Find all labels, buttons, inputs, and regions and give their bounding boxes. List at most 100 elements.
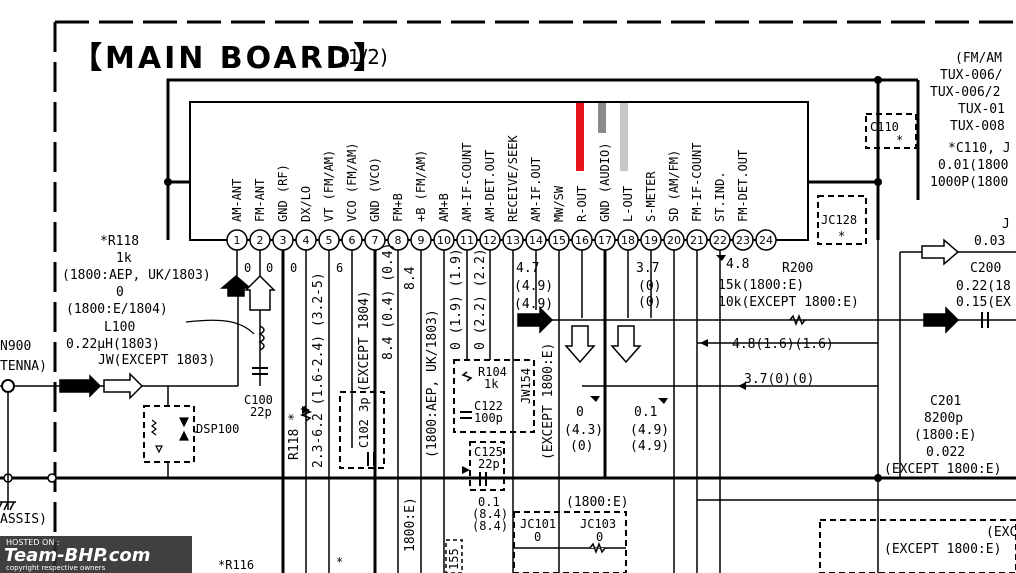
dsp100-box xyxy=(143,405,195,463)
svg-text:3.7: 3.7 xyxy=(636,261,659,276)
signal-lines xyxy=(0,251,1016,501)
svg-text:(EXC: (EXC xyxy=(986,525,1016,540)
c100-capacitor xyxy=(252,367,268,375)
svg-text:*: * xyxy=(336,555,343,569)
pin-8-label: FM+B xyxy=(391,193,405,222)
jc101-jc103-box xyxy=(513,511,627,573)
annotations: *R118 1k (1800:AEP, UK/1803) 0 (1800:E/1… xyxy=(0,217,1016,572)
c102-box xyxy=(339,391,385,469)
svg-text:TUX-006/: TUX-006/ xyxy=(940,68,1003,83)
svg-text:8.4: 8.4 xyxy=(403,266,418,290)
svg-text:3.7(0)(0): 3.7(0)(0) xyxy=(744,372,814,387)
board-page: (1/2) xyxy=(340,45,388,69)
svg-text:0.22(18: 0.22(18 xyxy=(956,279,1011,294)
svg-text:TUX-006/2: TUX-006/2 xyxy=(930,85,1000,100)
svg-text:(8.4): (8.4) xyxy=(472,507,508,521)
svg-text:0.1: 0.1 xyxy=(478,495,500,509)
pin-19-number: 19 xyxy=(644,234,658,247)
pin-8-number: 8 xyxy=(395,234,402,247)
chassis-ground-icon xyxy=(0,501,16,511)
bottom-right-box xyxy=(819,519,1016,573)
c200-capacitor xyxy=(981,312,989,328)
svg-text:*R118: *R118 xyxy=(100,234,139,249)
svg-text:0: 0 xyxy=(596,530,603,544)
rotated-annotations: R118 * 2.3-6.2 (1.6-2.4) (3.2-5) (EXCEPT… xyxy=(287,243,556,570)
signal-arrows xyxy=(59,238,960,400)
svg-text:0: 0 xyxy=(290,261,297,275)
pin-20-number: 20 xyxy=(667,234,681,247)
svg-text:(4.9): (4.9) xyxy=(630,423,669,438)
pin-9-label: +B (FM/AM) xyxy=(414,150,428,222)
pin-22-number: 22 xyxy=(713,234,727,247)
svg-text:4.8(1.6)(1.6): 4.8(1.6)(1.6) xyxy=(732,337,834,352)
pin-10-number: 10 xyxy=(437,234,451,247)
svg-text:(EXCEPT 1804): (EXCEPT 1804) xyxy=(357,290,372,392)
svg-text:R118 *: R118 * xyxy=(287,413,302,460)
pin-9-number: 9 xyxy=(418,234,425,247)
svg-text:JW154: JW154 xyxy=(519,368,533,404)
svg-text:*C110, J: *C110, J xyxy=(948,141,1011,156)
svg-text:N900: N900 xyxy=(0,339,31,354)
pin-1-label: AM-ANT xyxy=(230,179,244,222)
pin-23-circle xyxy=(732,229,754,251)
svg-text:R104: R104 xyxy=(478,365,507,379)
svg-text:JW(EXCEPT 1803): JW(EXCEPT 1803) xyxy=(98,353,215,368)
svg-text:0: 0 xyxy=(244,261,251,275)
svg-text:22p: 22p xyxy=(250,405,272,419)
svg-text:(EXCEPT 1800:E): (EXCEPT 1800:E) xyxy=(541,343,556,460)
svg-text:1800:E): 1800:E) xyxy=(403,497,418,552)
pin-7-number: 7 xyxy=(372,234,379,247)
svg-text:Team-BHP.com: Team-BHP.com xyxy=(4,545,151,566)
svg-text:155: 155 xyxy=(447,548,461,570)
junction-dot xyxy=(874,76,882,84)
pin-17-label: GND (AUDIO) xyxy=(598,143,612,222)
svg-text:TUX-008: TUX-008 xyxy=(950,119,1005,134)
pin-6-label: VCO (FM/AM) xyxy=(345,143,359,222)
pin-21-label: FM-IF-COUNT xyxy=(690,143,704,222)
svg-text:(1800:E): (1800:E) xyxy=(566,495,629,510)
pin-4-label: DX/LO xyxy=(299,186,313,222)
svg-text:2.3-6.2 (1.6-2.4) (3.2-5): 2.3-6.2 (1.6-2.4) (3.2-5) xyxy=(311,272,326,468)
pin-18-label: L-OUT xyxy=(621,186,635,222)
svg-text:(4.9): (4.9) xyxy=(514,297,553,312)
svg-text:copyright respective owners: copyright respective owners xyxy=(6,564,106,572)
svg-text:JC103: JC103 xyxy=(580,517,616,531)
svg-text:(1800:AEP, UK/1803): (1800:AEP, UK/1803) xyxy=(62,268,211,283)
pin-12-label: AM-DET.OUT xyxy=(483,150,497,222)
watermark: HOSTED ON : Team-BHP.com copyright respe… xyxy=(0,536,192,573)
pin-16-number: 16 xyxy=(575,234,589,247)
pin-23-label: FM-DET.OUT xyxy=(736,150,750,222)
svg-text:0: 0 xyxy=(534,530,541,544)
svg-text:TUX-01: TUX-01 xyxy=(958,102,1005,117)
svg-text:R200: R200 xyxy=(782,261,813,276)
svg-text:0 (2.2) (2.2): 0 (2.2) (2.2) xyxy=(473,248,488,350)
pin-17-number: 17 xyxy=(598,234,612,247)
pin-18-number: 18 xyxy=(621,234,635,247)
pin-11-label: AM-IF-COUNT xyxy=(460,143,474,222)
svg-text:(0): (0) xyxy=(638,279,661,294)
svg-text:0.15(EX: 0.15(EX xyxy=(956,295,1011,310)
pin-4-number: 4 xyxy=(303,234,310,247)
svg-text:HOSTED ON :: HOSTED ON : xyxy=(6,538,60,547)
svg-text:(4.9): (4.9) xyxy=(630,439,669,454)
pin-22-label: ST.IND. xyxy=(713,171,727,222)
pin-10-label: AM+B xyxy=(437,193,451,222)
svg-text:0.1: 0.1 xyxy=(634,405,657,420)
pin-24-number: 24 xyxy=(759,234,773,247)
svg-text:JC101: JC101 xyxy=(520,517,556,531)
svg-text:0.03: 0.03 xyxy=(974,234,1005,249)
pin-7-label: GND (VCO) xyxy=(368,157,382,222)
svg-text:C100: C100 xyxy=(244,393,273,407)
svg-text:(8.4): (8.4) xyxy=(472,519,508,533)
svg-text:4.8: 4.8 xyxy=(726,257,749,272)
svg-text:(EXCEPT 1800:E): (EXCEPT 1800:E) xyxy=(884,462,1001,477)
svg-text:L100: L100 xyxy=(104,320,135,335)
svg-text:(0): (0) xyxy=(638,295,661,310)
svg-text:(FM/AM: (FM/AM xyxy=(955,51,1002,66)
svg-text:100p: 100p xyxy=(474,411,503,425)
svg-text:C201: C201 xyxy=(930,394,961,409)
pin-5-number: 5 xyxy=(326,234,333,247)
